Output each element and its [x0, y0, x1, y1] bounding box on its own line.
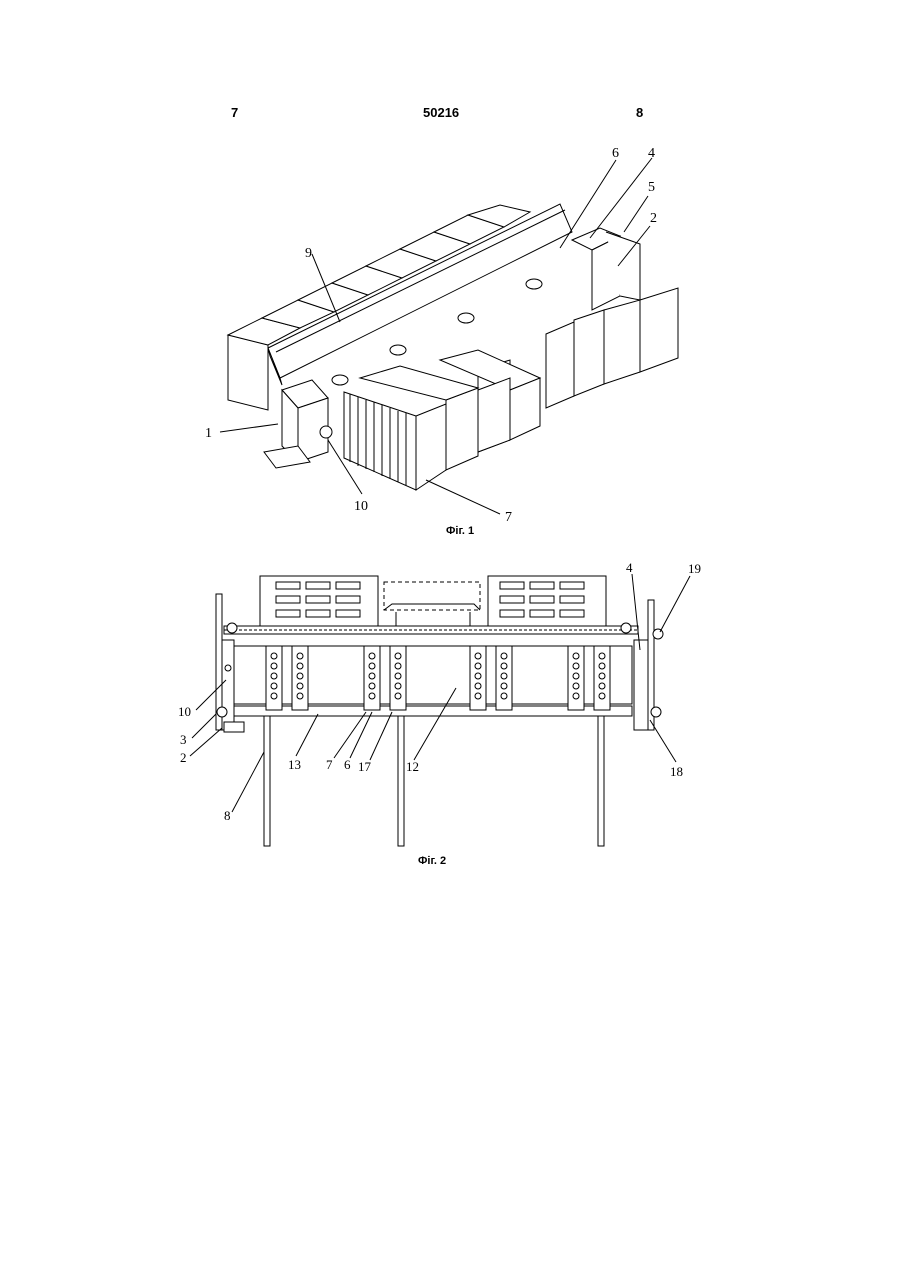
callout-13: 13	[288, 757, 301, 772]
page-number-left: 7	[231, 105, 238, 120]
callout-10: 10	[354, 499, 368, 514]
callout-10: 10	[178, 704, 191, 719]
callout-17: 17	[358, 759, 372, 774]
callout-4: 4	[648, 146, 655, 161]
callout-1: 1	[205, 426, 212, 441]
callout-8: 8	[224, 808, 231, 823]
patent-number: 50216	[423, 105, 459, 120]
callout-4: 4	[626, 560, 633, 575]
callout-7: 7	[326, 757, 333, 772]
figure-1-drawing: 9 6 4 5 2 1 10 7 Фіг. 1	[0, 140, 901, 550]
callout-19: 19	[688, 561, 701, 576]
callout-2: 2	[650, 211, 657, 226]
page-number-right: 8	[636, 105, 643, 120]
callout-9: 9	[305, 246, 312, 261]
callout-6: 6	[344, 757, 351, 772]
callout-5: 5	[648, 180, 655, 195]
callout-18: 18	[670, 764, 683, 779]
figure-1-caption: Фіг. 1	[446, 525, 474, 537]
callout-6: 6	[612, 146, 619, 161]
callout-2: 2	[180, 750, 187, 765]
callout-12: 12	[406, 759, 419, 774]
callout-3: 3	[180, 732, 187, 747]
figure-2-caption: Фіг. 2	[418, 855, 446, 867]
figure-2-drawing: 4 19 10 3 2 8 13 7 6 17 12 18 Фіг. 2	[0, 560, 901, 880]
callout-7: 7	[505, 510, 512, 525]
